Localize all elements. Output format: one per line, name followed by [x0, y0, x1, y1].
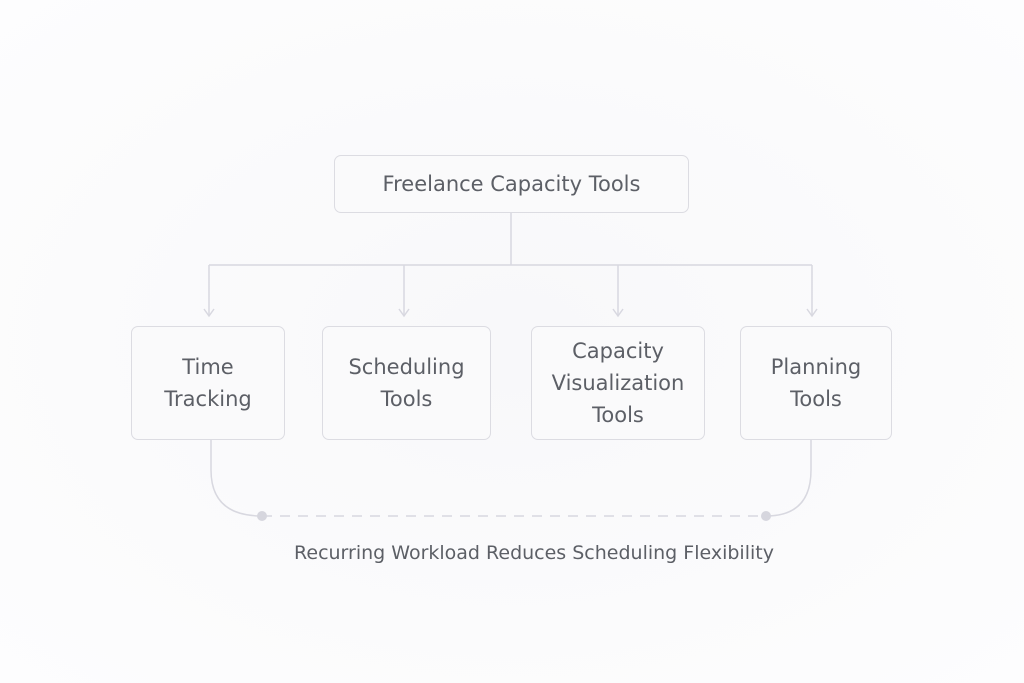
- arrow-down-icon: [612, 308, 624, 318]
- root-node: Freelance Capacity Tools: [334, 155, 689, 213]
- arrow-down-icon: [398, 308, 410, 318]
- node-planning-tools: Planning Tools: [740, 326, 892, 440]
- arrow-down-icon: [203, 308, 215, 318]
- node-capacity-visualization-tools: Capacity Visualization Tools: [531, 326, 705, 440]
- relationship-curve-left: [210, 440, 263, 517]
- relationship-label: Recurring Workload Reduces Scheduling Fl…: [294, 542, 774, 564]
- arrow-down-icon: [806, 308, 818, 318]
- node-time-tracking: Time Tracking: [131, 326, 285, 440]
- node-scheduling-tools: Scheduling Tools: [322, 326, 491, 440]
- endpoint-dot-icon: [257, 511, 267, 521]
- endpoint-dot-icon: [761, 511, 771, 521]
- relationship-curve-right: [765, 440, 812, 517]
